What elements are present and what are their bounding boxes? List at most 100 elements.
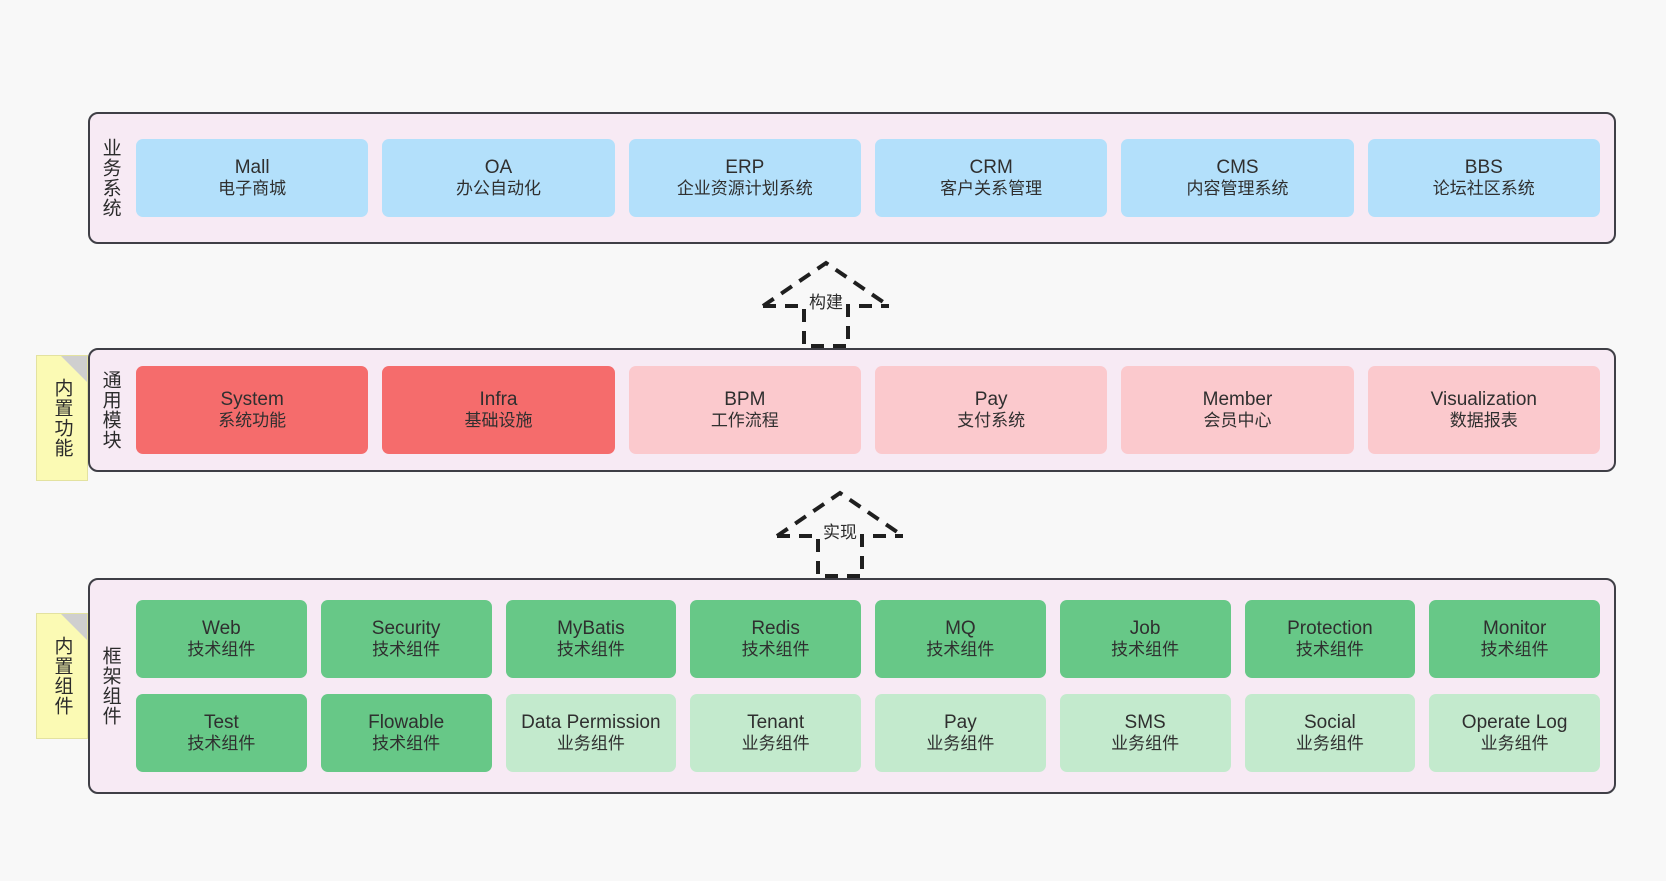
node-bpm[interactable]: BPM 工作流程 bbox=[628, 366, 861, 454]
node-system[interactable]: System 系统功能 bbox=[136, 366, 369, 454]
layer-common-module: 通用模块 System 系统功能 Infra 基础设施 BPM 工作流程 Pay… bbox=[88, 348, 1616, 472]
sticky-fold-icon bbox=[61, 356, 87, 382]
node-security[interactable]: Security 技术组件 bbox=[320, 600, 492, 678]
node-subtitle: 论坛社区系统 bbox=[1432, 179, 1535, 199]
sticky-fold-icon bbox=[61, 614, 87, 640]
node-redis[interactable]: Redis 技术组件 bbox=[690, 600, 861, 678]
sticky-note-label: 内置功能 bbox=[51, 378, 73, 458]
layer-framework-component: 框架组件 Web 技术组件 Security 技术组件 MyBatis 技术组件… bbox=[88, 578, 1616, 794]
node-subtitle: 技术组件 bbox=[372, 640, 441, 660]
node-title: BBS bbox=[1464, 157, 1503, 179]
node-subtitle: 技术组件 bbox=[741, 640, 810, 660]
node-title: Pay bbox=[974, 389, 1008, 411]
node-title: Monitor bbox=[1482, 618, 1547, 640]
node-title: OA bbox=[484, 157, 513, 179]
node-title: Web bbox=[202, 618, 241, 640]
node-subtitle: 业务组件 bbox=[556, 734, 625, 754]
node-flowable[interactable]: Flowable 技术组件 bbox=[320, 694, 492, 772]
node-row: Test 技术组件 Flowable 技术组件 Data Permission … bbox=[136, 694, 1600, 772]
node-subtitle: 内容管理系统 bbox=[1186, 179, 1289, 199]
connector-build: 构建 bbox=[756, 258, 906, 350]
node-title: Flowable bbox=[368, 712, 445, 734]
node-title: Tenant bbox=[747, 712, 805, 734]
node-subtitle: 业务组件 bbox=[1295, 734, 1364, 754]
node-subtitle: 企业资源计划系统 bbox=[676, 179, 813, 199]
node-subtitle: 技术组件 bbox=[926, 640, 995, 660]
node-subtitle: 技术组件 bbox=[187, 734, 256, 754]
node-subtitle: 业务组件 bbox=[741, 734, 810, 754]
node-subtitle: 业务组件 bbox=[1480, 734, 1549, 754]
node-title: Security bbox=[371, 618, 441, 640]
node-cms[interactable]: CMS 内容管理系统 bbox=[1121, 139, 1354, 217]
connector-implement: 实现 bbox=[770, 488, 920, 580]
node-subtitle: 业务组件 bbox=[926, 734, 995, 754]
node-crm[interactable]: CRM 客户关系管理 bbox=[874, 139, 1108, 217]
node-title: ERP bbox=[725, 157, 765, 179]
layer-title-business-system: 业务系统 bbox=[99, 138, 121, 218]
sticky-note-builtin-function: 内置功能 bbox=[36, 355, 88, 481]
connector-implement-icon bbox=[775, 490, 905, 578]
node-tenant[interactable]: Tenant 业务组件 bbox=[690, 694, 861, 772]
node-subtitle: 数据报表 bbox=[1449, 411, 1518, 431]
node-subtitle: 支付系统 bbox=[957, 411, 1026, 431]
node-erp[interactable]: ERP 企业资源计划系统 bbox=[628, 139, 861, 217]
node-title: Infra bbox=[479, 389, 518, 411]
node-title: System bbox=[220, 389, 284, 411]
node-title: Data Permission bbox=[521, 712, 661, 734]
node-web[interactable]: Web 技术组件 bbox=[136, 600, 307, 678]
node-title: Visualization bbox=[1430, 389, 1537, 411]
node-title: Social bbox=[1304, 712, 1356, 734]
node-title: Job bbox=[1129, 618, 1161, 640]
node-pay-component[interactable]: Pay 业务组件 bbox=[875, 694, 1046, 772]
node-bbs[interactable]: BBS 论坛社区系统 bbox=[1367, 139, 1600, 217]
node-social[interactable]: Social 业务组件 bbox=[1244, 694, 1416, 772]
node-subtitle: 技术组件 bbox=[187, 640, 256, 660]
node-row: System 系统功能 Infra 基础设施 BPM 工作流程 Pay 支付系统… bbox=[136, 366, 1600, 454]
node-subtitle: 电子商城 bbox=[218, 179, 287, 199]
connector-implement-label: 实现 bbox=[823, 523, 857, 542]
layer-title-framework-component: 框架组件 bbox=[99, 646, 121, 726]
node-subtitle: 客户关系管理 bbox=[940, 179, 1043, 199]
node-oa[interactable]: OA 办公自动化 bbox=[382, 139, 615, 217]
node-mall[interactable]: Mall 电子商城 bbox=[136, 139, 369, 217]
node-mq[interactable]: MQ 技术组件 bbox=[875, 600, 1046, 678]
node-title: CMS bbox=[1216, 157, 1259, 179]
node-title: Mall bbox=[234, 157, 270, 179]
node-protection[interactable]: Protection 技术组件 bbox=[1244, 600, 1416, 678]
node-subtitle: 技术组件 bbox=[1480, 640, 1549, 660]
node-operate-log[interactable]: Operate Log 业务组件 bbox=[1429, 694, 1600, 772]
layer-body-framework-component: Web 技术组件 Security 技术组件 MyBatis 技术组件 Redi… bbox=[130, 580, 1614, 792]
node-title: CRM bbox=[969, 157, 1013, 179]
node-title: Member bbox=[1202, 389, 1273, 411]
node-title: Pay bbox=[944, 712, 977, 734]
layer-body-business-system: Mall 电子商城 OA 办公自动化 ERP 企业资源计划系统 CRM 客户关系… bbox=[130, 114, 1614, 242]
node-subtitle: 技术组件 bbox=[556, 640, 625, 660]
node-row: Mall 电子商城 OA 办公自动化 ERP 企业资源计划系统 CRM 客户关系… bbox=[136, 139, 1600, 217]
node-row: Web 技术组件 Security 技术组件 MyBatis 技术组件 Redi… bbox=[136, 600, 1600, 678]
node-title: Redis bbox=[751, 618, 800, 640]
node-subtitle: 业务组件 bbox=[1111, 734, 1180, 754]
node-sms[interactable]: SMS 业务组件 bbox=[1059, 694, 1231, 772]
layer-business-system: 业务系统 Mall 电子商城 OA 办公自动化 ERP 企业资源计划系统 CRM… bbox=[88, 112, 1616, 244]
node-mybatis[interactable]: MyBatis 技术组件 bbox=[505, 600, 677, 678]
node-subtitle: 技术组件 bbox=[1295, 640, 1364, 660]
node-title: MQ bbox=[945, 618, 976, 640]
node-data-permission[interactable]: Data Permission 业务组件 bbox=[505, 694, 677, 772]
node-visualization[interactable]: Visualization 数据报表 bbox=[1367, 366, 1600, 454]
layer-title-common-module: 通用模块 bbox=[99, 370, 121, 450]
node-infra[interactable]: Infra 基础设施 bbox=[382, 366, 615, 454]
node-test[interactable]: Test 技术组件 bbox=[136, 694, 307, 772]
connector-build-icon bbox=[761, 260, 891, 348]
node-pay-module[interactable]: Pay 支付系统 bbox=[874, 366, 1108, 454]
node-subtitle: 会员中心 bbox=[1203, 411, 1272, 431]
node-member[interactable]: Member 会员中心 bbox=[1121, 366, 1354, 454]
sticky-note-label: 内置组件 bbox=[51, 636, 73, 716]
sticky-note-builtin-component: 内置组件 bbox=[36, 613, 88, 739]
node-job[interactable]: Job 技术组件 bbox=[1059, 600, 1231, 678]
node-subtitle: 工作流程 bbox=[710, 411, 779, 431]
node-title: Operate Log bbox=[1461, 712, 1568, 734]
node-subtitle: 办公自动化 bbox=[455, 179, 541, 199]
node-subtitle: 技术组件 bbox=[372, 734, 441, 754]
node-monitor[interactable]: Monitor 技术组件 bbox=[1429, 600, 1600, 678]
